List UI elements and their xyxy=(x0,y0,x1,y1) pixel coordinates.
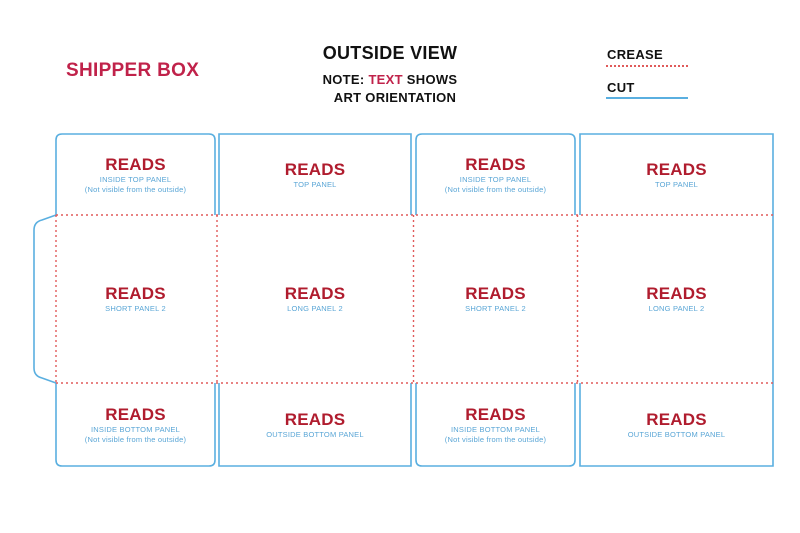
panel-note: (Not visible from the outside) xyxy=(84,434,187,444)
legend-crease-label: CREASE xyxy=(607,47,663,62)
cut-flap-bottom-4 xyxy=(579,383,774,467)
note-prefix: NOTE: xyxy=(322,72,369,87)
panel-note: (Not visible from the outside) xyxy=(84,184,187,194)
note-highlight: TEXT xyxy=(368,72,403,87)
panel-reads-text: READS xyxy=(284,409,346,429)
panel-reads-text: READS xyxy=(465,404,526,424)
panel-reads-text: READS xyxy=(465,284,526,303)
panel-name: OUTSIDE BOTTOM PANEL xyxy=(627,429,726,439)
orientation-note-line1: NOTE: TEXT SHOWS xyxy=(290,72,490,87)
panel-reads-text: READS xyxy=(105,284,166,303)
panel-name: TOP PANEL xyxy=(293,179,337,189)
legend-cut-line xyxy=(606,97,688,99)
panel-name: LONG PANEL 2 xyxy=(648,304,705,313)
panel-name: INSIDE BOTTOM PANEL xyxy=(451,424,540,434)
panel-reads-text: READS xyxy=(646,159,707,179)
panel-reads-text: READS xyxy=(646,409,707,429)
panel-name: INSIDE TOP PANEL xyxy=(459,174,532,184)
panel-name: SHORT PANEL 2 xyxy=(465,304,526,313)
panel-reads-text: READS xyxy=(284,284,346,303)
panel-reads-text: READS xyxy=(105,154,166,174)
cut-flap-bottom-3 xyxy=(415,383,576,467)
note-suffix: SHOWS xyxy=(402,72,458,87)
cut-flap-top-4 xyxy=(579,133,774,215)
cut-flap-bottom-2 xyxy=(218,383,412,467)
legend-crease-line xyxy=(606,65,688,67)
panel-reads-text: READS xyxy=(465,154,526,174)
cut-flap-top-1 xyxy=(55,133,216,215)
panel-name: INSIDE TOP PANEL xyxy=(99,174,172,184)
cut-flap-top-3 xyxy=(415,133,576,215)
orientation-note-line2: ART ORIENTATION xyxy=(333,90,457,105)
panel-name: LONG PANEL 2 xyxy=(287,304,343,313)
cut-glue-tab xyxy=(33,214,57,384)
panel-note: (Not visible from the outside) xyxy=(444,184,547,194)
cut-flap-top-2 xyxy=(218,133,412,215)
panel-name: INSIDE BOTTOM PANEL xyxy=(91,424,180,434)
panel-name: OUTSIDE BOTTOM PANEL xyxy=(266,429,364,439)
panel-note: (Not visible from the outside) xyxy=(444,434,547,444)
panel-name: SHORT PANEL 2 xyxy=(105,304,166,313)
legend-cut-label: CUT xyxy=(607,80,635,95)
panel-reads-text: READS xyxy=(646,284,707,303)
panel-name: TOP PANEL xyxy=(654,179,699,189)
panel-reads-text: READS xyxy=(284,159,346,179)
view-heading: OUTSIDE VIEW xyxy=(322,43,458,63)
cut-flap-bottom-1 xyxy=(55,383,216,467)
panel-reads-text: READS xyxy=(105,404,166,424)
diagram-title: SHIPPER BOX xyxy=(66,60,200,81)
